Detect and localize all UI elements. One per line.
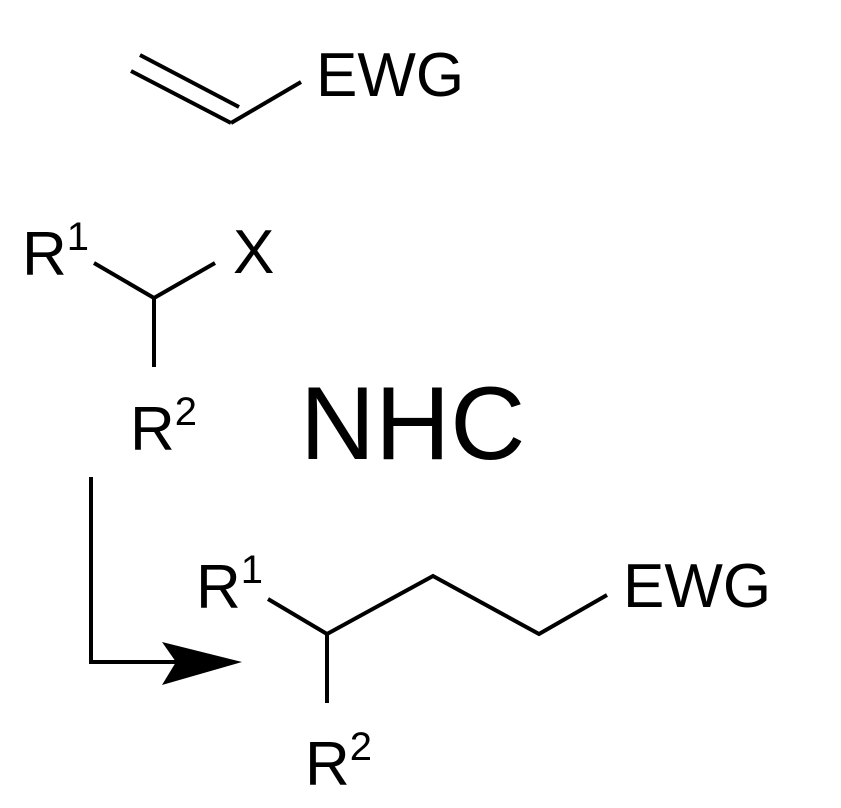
alkene-ewg-label: EWG [316, 41, 464, 110]
catalyst-nhc-label: NHC [300, 366, 525, 482]
halide-r1-label: R1 [22, 215, 89, 289]
product-ewg-label: EWG [623, 552, 771, 621]
reaction-arrow [89, 477, 242, 685]
product-r1-label: R1 [196, 548, 263, 622]
alkene-double-bond-inner [130, 69, 232, 125]
reaction-arrow-head [162, 642, 242, 685]
alkene-single-bond [229, 80, 303, 125]
alkene-reactant: EWG [130, 41, 464, 125]
reaction-arrow-shaft [89, 477, 200, 664]
product: R1 EWG R2 [196, 548, 771, 799]
product-chain-bonds [266, 573, 608, 637]
product-r2-label: R2 [305, 725, 372, 799]
leaving-group-x-label: X [233, 218, 274, 287]
halide-bond-x [153, 261, 216, 300]
halide-r2-label: R2 [130, 390, 197, 464]
halide-reactant: R1 X R2 [22, 215, 274, 464]
halide-bond-r1 [92, 261, 156, 300]
alkene-double-bond-outer [139, 53, 240, 109]
